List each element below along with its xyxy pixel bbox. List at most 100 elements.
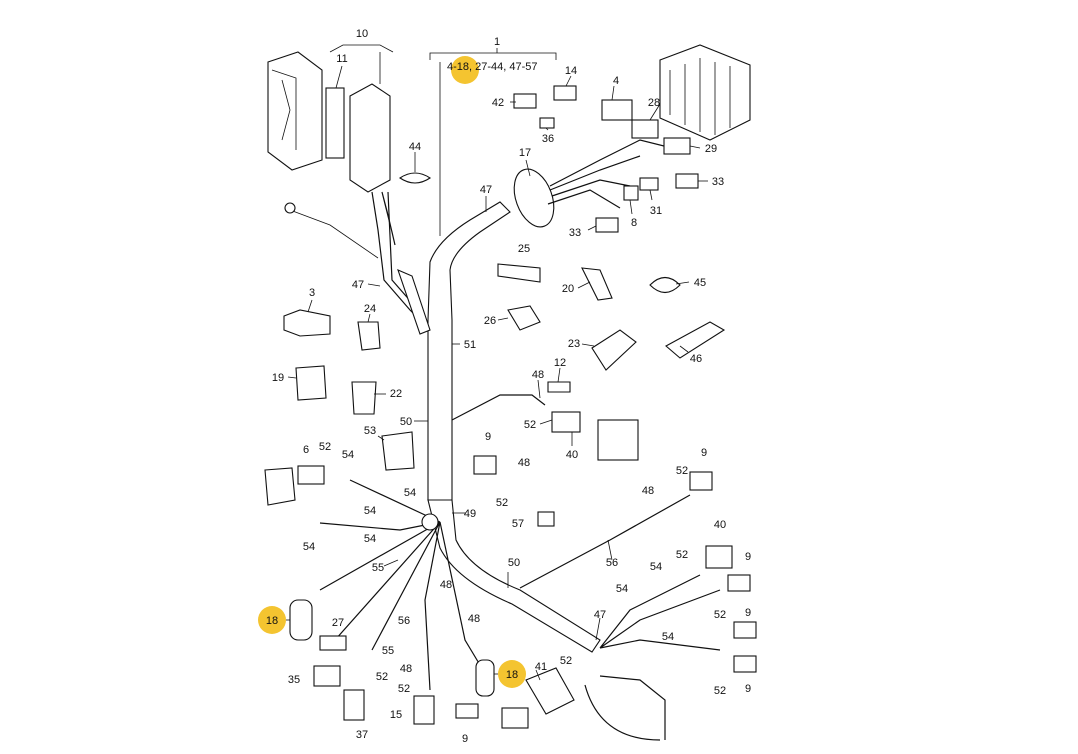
callout-48b: 48: [518, 457, 530, 469]
callout-29: 29: [705, 143, 717, 155]
callout-31: 31: [650, 205, 662, 217]
callout-54h: 54: [662, 631, 674, 643]
callout-56b: 56: [398, 615, 410, 627]
header-main-number: 1: [494, 36, 500, 48]
connector-33b: [595, 217, 619, 233]
callout-48a: 48: [532, 369, 544, 381]
highlight-marker-header: [451, 56, 479, 84]
header-range: 4-18, 27-44, 47-57: [447, 61, 538, 73]
leader-46: [679, 345, 689, 353]
callout-52b: 52: [319, 441, 331, 453]
leader-47b: [367, 283, 381, 287]
connector-9d2: [733, 655, 757, 673]
callout-36: 36: [542, 133, 554, 145]
callout-15: 15: [390, 709, 402, 721]
callout-47b: 47: [352, 279, 364, 291]
connector-4: [601, 99, 633, 121]
connector-9c: [727, 574, 751, 592]
connector-36: [539, 117, 555, 129]
callout-54d: 54: [303, 541, 315, 553]
highlight-marker-18a: [258, 606, 286, 634]
leader-41: [535, 669, 541, 681]
connector-9b: [689, 471, 713, 491]
connector-42: [513, 93, 537, 109]
connector-10: [349, 83, 391, 193]
callout-19: 19: [272, 372, 284, 384]
leader-23: [581, 343, 595, 347]
leader-8: [629, 199, 633, 215]
clip-25: [497, 263, 541, 283]
leader-11: [335, 65, 343, 89]
callout-54g: 54: [616, 583, 628, 595]
callout-33a: 33: [712, 176, 724, 188]
callout-55a: 55: [372, 562, 384, 574]
right-connectors-group: [473, 455, 757, 673]
clip-3: [283, 309, 331, 337]
callout-48e: 48: [468, 613, 480, 625]
callout-23: 23: [568, 338, 580, 350]
header-group: 1 4-18, 27-44, 47-57: [429, 36, 557, 84]
clip-19: [295, 365, 327, 401]
leader-4: [611, 85, 615, 101]
grommet-17: [513, 168, 555, 228]
callout-48c: 48: [642, 485, 654, 497]
callout-44: 44: [409, 141, 421, 153]
connector-41-plug: [501, 707, 529, 729]
callout-4: 4: [613, 75, 619, 87]
callout-54c: 54: [364, 505, 376, 517]
lower-right-branches: [599, 574, 721, 651]
stem-10: [381, 191, 396, 246]
callout-9c: 9: [745, 551, 751, 563]
leader-28: [649, 103, 661, 121]
connector-8: [623, 185, 639, 201]
callout-11: 11: [336, 53, 347, 65]
callout-42: 42: [492, 97, 504, 109]
callout-47a: 47: [480, 184, 492, 196]
sensor-37: [343, 689, 365, 721]
callout-54e: 54: [364, 533, 376, 545]
leader-19: [287, 376, 297, 379]
highlight-marker-18b: [498, 660, 526, 688]
trunk-section-50: [427, 499, 601, 653]
callout-37: 37: [356, 729, 368, 741]
clip-12: [547, 381, 571, 393]
callout-9e: 9: [745, 683, 751, 695]
clip-26: [507, 305, 541, 331]
leader-52a: [539, 419, 553, 425]
branch-48-40: [451, 394, 546, 421]
callout-28: 28: [648, 97, 660, 109]
sensor-18a: [289, 599, 313, 641]
callout-20: 20: [562, 283, 574, 295]
corrugated-47: [397, 269, 431, 335]
callout-18b: 18: [506, 669, 518, 681]
callout-41: 41: [535, 661, 547, 673]
callout-52i: 52: [398, 683, 410, 695]
junction-49: [421, 513, 439, 531]
leader-53: [377, 435, 385, 441]
callout-27: 27: [332, 617, 344, 629]
callout-9b: 9: [701, 447, 707, 459]
callout-9d: 9: [745, 607, 751, 619]
connector-cluster-upper: [399, 172, 699, 233]
callout-52f: 52: [714, 609, 726, 621]
clip-53: [381, 431, 415, 471]
callout-47c: 47: [594, 609, 606, 621]
lower-left-branches: [319, 479, 481, 691]
clamp-44: [399, 172, 431, 184]
callout-52a: 52: [524, 419, 536, 431]
callout-14: 14: [565, 65, 577, 77]
callout-35: 35: [288, 674, 300, 686]
leader-56a: [607, 539, 613, 561]
leader-36: [545, 127, 549, 131]
connector-40b: [705, 545, 733, 569]
main-harness: [284, 139, 721, 741]
leader-14: [565, 75, 572, 87]
callout-40b: 40: [714, 519, 726, 531]
leader-48a: [537, 379, 541, 399]
callout-52d: 52: [676, 465, 688, 477]
connector-28: [631, 119, 659, 139]
connector-6: [297, 465, 325, 485]
callout-33b: 33: [569, 227, 581, 239]
